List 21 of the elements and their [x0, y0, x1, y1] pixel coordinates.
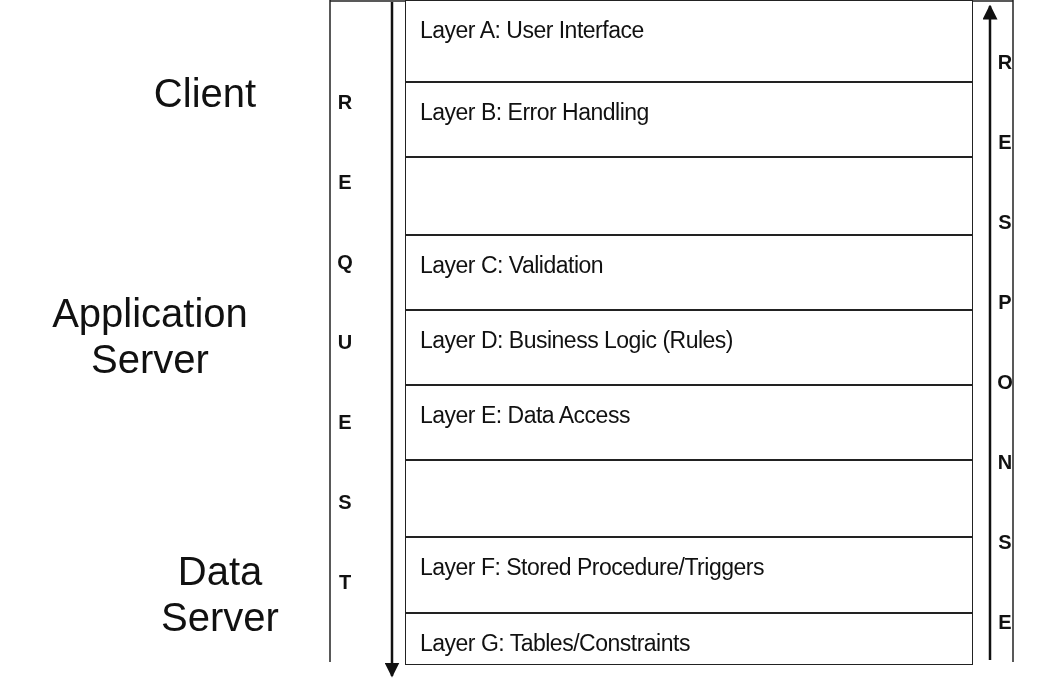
layer-label: Layer E: Data Access	[420, 402, 630, 429]
vertical-label: RESPONSE	[996, 50, 1014, 635]
tier-label: Application Server	[51, 290, 249, 382]
layer-box	[405, 82, 973, 157]
layer-box	[405, 235, 973, 310]
layer-box	[405, 537, 973, 613]
layer-label: Layer D: Business Logic (Rules)	[420, 327, 734, 354]
vertical-label: REQUEST	[336, 90, 354, 595]
layer-box	[405, 310, 973, 385]
layer-box	[405, 0, 973, 82]
layer-label: Layer F: Stored Procedure/Triggers	[420, 554, 764, 581]
tier-label: Client	[152, 70, 258, 116]
empty-layer-box	[405, 157, 973, 235]
empty-layer-box	[405, 460, 973, 537]
layer-label: Layer A: User Interface	[420, 17, 644, 44]
tier-label: Data Server	[160, 548, 280, 640]
layer-box	[405, 385, 973, 460]
layer-label: Layer B: Error Handling	[420, 99, 649, 126]
layer-box	[405, 613, 973, 665]
layer-label: Layer G: Tables/Constraints	[420, 630, 690, 657]
layer-label: Layer C: Validation	[420, 252, 604, 279]
